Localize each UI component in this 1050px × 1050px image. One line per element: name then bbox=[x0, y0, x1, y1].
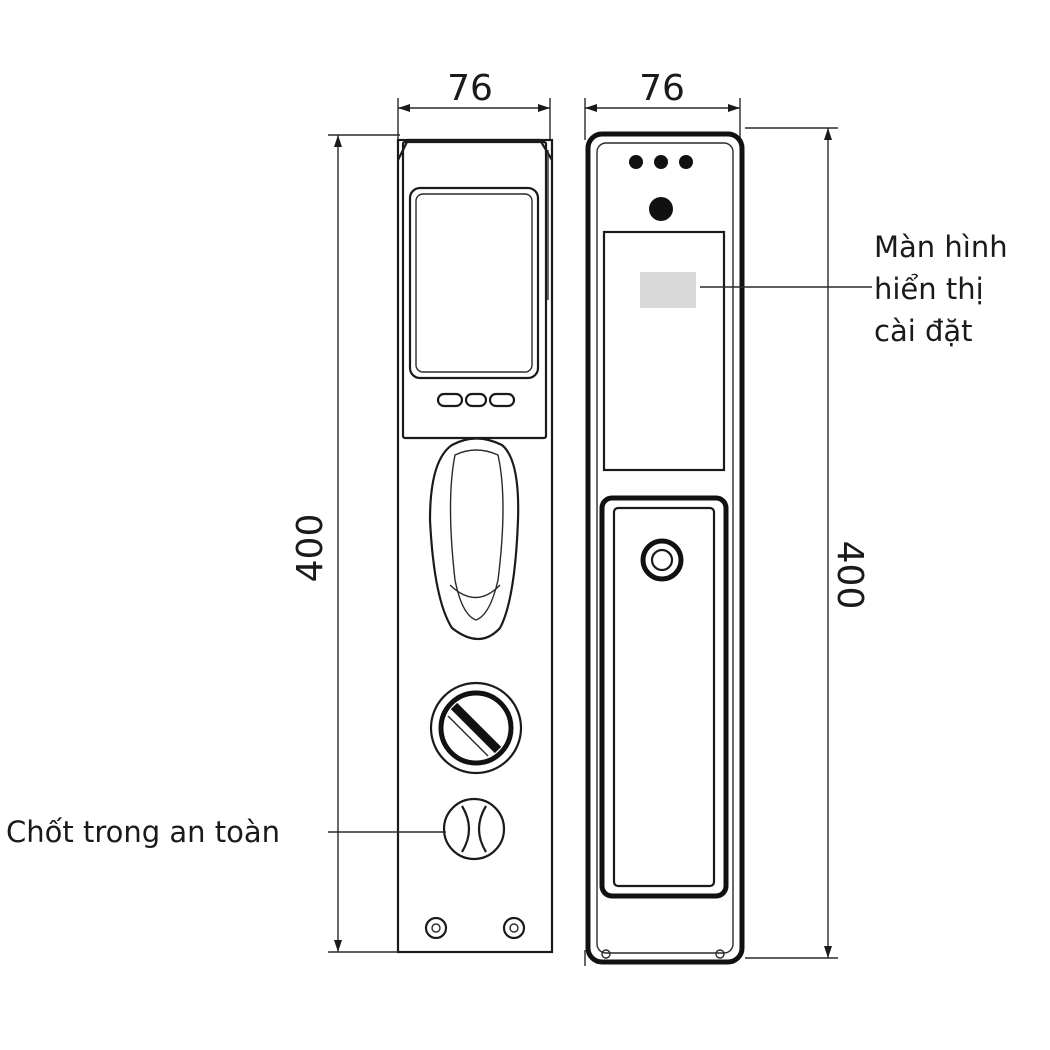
safety-latch-groove-left bbox=[461, 805, 471, 853]
screw-right-icon bbox=[502, 916, 526, 940]
outer-height-label: 400 bbox=[829, 541, 870, 610]
safety-latch-label: Chốt trong an toàn bbox=[6, 815, 280, 849]
screen-label-line1: Màn hình bbox=[874, 230, 1008, 264]
arrow-right-icon bbox=[538, 104, 550, 112]
inner-handle-curve bbox=[449, 584, 501, 599]
outer-panel-body bbox=[585, 131, 745, 965]
inner-display-bezel bbox=[415, 193, 533, 373]
arrow-left-icon bbox=[585, 104, 597, 112]
outer-screw-right-icon bbox=[715, 949, 725, 959]
screen-highlight bbox=[640, 272, 696, 308]
inner-panel: 76 400 bbox=[6, 68, 554, 954]
thumb-turn-ring-icon bbox=[438, 690, 514, 766]
screw-left-icon bbox=[424, 916, 448, 940]
camera-icon bbox=[649, 197, 673, 221]
screen-label-line3: cài đặt bbox=[874, 314, 973, 348]
thumb-turn-line-icon bbox=[447, 715, 489, 757]
outer-screw-left-icon bbox=[601, 949, 611, 959]
sensor-dot-2-icon bbox=[654, 155, 668, 169]
outer-panel-inner-edge bbox=[596, 142, 734, 954]
outer-width-label: 76 bbox=[639, 68, 685, 109]
sensor-dot-1-icon bbox=[629, 155, 643, 169]
arrow-left-icon bbox=[398, 104, 410, 112]
fingerprint-reader-icon bbox=[640, 538, 684, 582]
outer-display-screen bbox=[602, 230, 726, 472]
safety-latch-knob-icon bbox=[442, 797, 506, 861]
screw-left-center-icon bbox=[431, 923, 441, 933]
arrow-up-icon bbox=[824, 128, 832, 140]
inner-panel-body bbox=[396, 138, 554, 954]
inner-height-label: 400 bbox=[290, 514, 331, 583]
screw-right-center-icon bbox=[509, 923, 519, 933]
inner-width-label: 76 bbox=[447, 68, 493, 109]
arrow-down-icon bbox=[824, 946, 832, 958]
thumb-turn-bar-icon bbox=[450, 702, 502, 754]
outer-panel: 76 400 Màn hình hiển thị cài đặt bbox=[584, 68, 1008, 966]
inner-handle bbox=[428, 437, 520, 641]
outer-handle-face bbox=[612, 506, 716, 888]
screen-label-line2: hiển thị bbox=[874, 272, 984, 306]
arrow-right-icon bbox=[728, 104, 740, 112]
thumb-turn-outer-icon bbox=[429, 681, 523, 775]
inner-button-3-icon bbox=[488, 392, 516, 408]
inner-button-1-icon bbox=[436, 392, 464, 408]
outer-handle bbox=[599, 495, 729, 899]
safety-latch-groove-right bbox=[477, 805, 487, 853]
inner-handle-grip bbox=[449, 449, 504, 621]
inner-display-screen bbox=[408, 186, 540, 380]
sensor-dot-3-icon bbox=[679, 155, 693, 169]
arrow-up-icon bbox=[334, 135, 342, 147]
fingerprint-reader-center-icon bbox=[650, 548, 674, 572]
arrow-down-icon bbox=[334, 940, 342, 952]
inner-button-2-icon bbox=[464, 392, 488, 408]
